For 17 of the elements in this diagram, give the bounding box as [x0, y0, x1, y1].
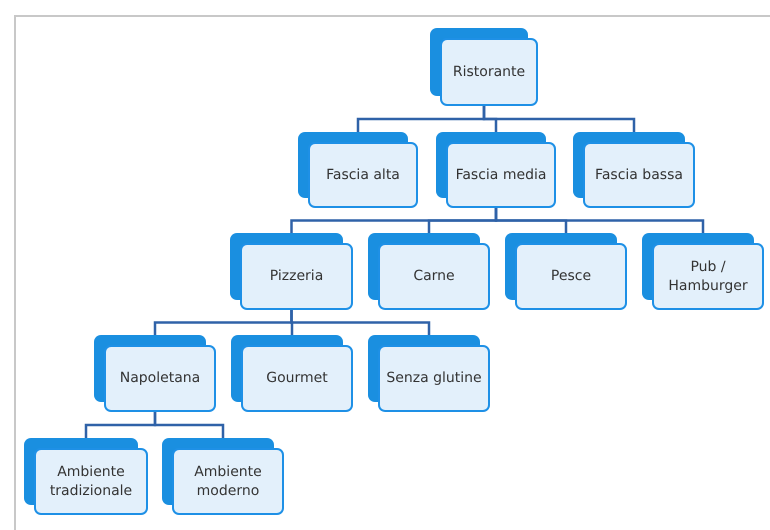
node-label: Pesce: [550, 267, 592, 286]
node-label: Fascia bassa: [595, 166, 683, 184]
connector-line: [290, 310, 430, 335]
node-label: Gourmet: [266, 369, 328, 388]
node-label: Pub / Hamburger: [667, 258, 749, 295]
connector-line: [494, 208, 704, 233]
node-label: Napoletana: [120, 369, 200, 388]
node-label: Ambiente tradizionale: [48, 463, 134, 500]
node-label: Carne: [413, 267, 455, 286]
node-label: Fascia alta: [326, 166, 400, 184]
node-label: Ambiente moderno: [193, 463, 263, 500]
node-label: Ristorante: [452, 62, 526, 82]
connector-line: [154, 412, 224, 438]
connector-line: [482, 106, 636, 132]
node-label: Fascia media: [456, 166, 546, 184]
node-label: Pizzeria: [270, 267, 324, 286]
node-label: Senza glutine: [386, 369, 482, 388]
